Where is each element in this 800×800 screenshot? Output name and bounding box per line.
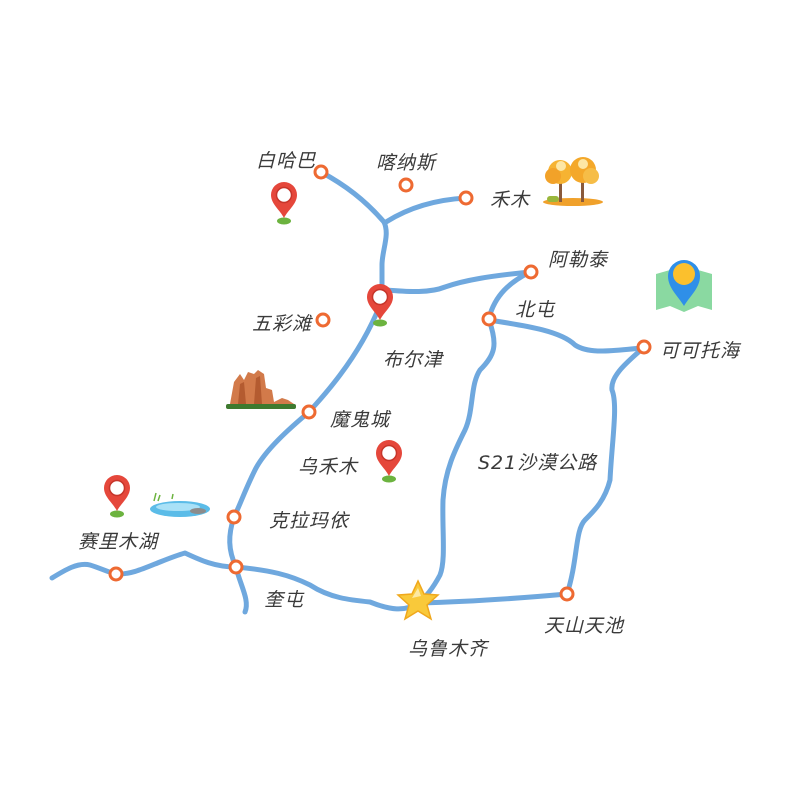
road-s21-desert-highway bbox=[415, 317, 497, 606]
label-kuitun: 奎屯 bbox=[264, 589, 305, 611]
label-kelamayi: 克拉玛依 bbox=[269, 510, 350, 532]
road-urumqi-tianchi bbox=[415, 591, 570, 606]
node-kanasi[interactable] bbox=[398, 177, 414, 193]
label-keketuohai: 可可托海 bbox=[660, 340, 741, 362]
label-kanasi: 喀纳斯 bbox=[376, 152, 437, 174]
node-beitun[interactable] bbox=[481, 311, 497, 327]
map-pin-icon[interactable] bbox=[367, 284, 393, 327]
road-kelamayi-kuitun bbox=[227, 514, 239, 570]
road-buerjin-aletai bbox=[383, 269, 533, 295]
node-moguicheng[interactable] bbox=[301, 404, 317, 420]
node-baihaba[interactable] bbox=[313, 164, 329, 180]
road-sailimuhu-kuitun bbox=[49, 550, 239, 581]
node-tianshantianchi[interactable] bbox=[559, 586, 575, 602]
road-beitun-keketuohai bbox=[486, 317, 646, 354]
node-aletai[interactable] bbox=[523, 264, 539, 280]
autumn-trees-icon bbox=[543, 157, 603, 206]
label-tianshantianchi: 天山天池 bbox=[544, 615, 625, 637]
node-sailimuhu[interactable] bbox=[108, 566, 124, 582]
map-location-icon bbox=[656, 260, 712, 312]
node-hemu[interactable] bbox=[458, 190, 474, 206]
node-kuitun[interactable] bbox=[228, 559, 244, 575]
map-pin-icon[interactable] bbox=[104, 475, 130, 518]
map-pin-icon[interactable] bbox=[271, 182, 297, 225]
label-buerjin: 布尔津 bbox=[383, 349, 444, 371]
label-wucaitan: 五彩滩 bbox=[252, 313, 313, 335]
node-keketuohai[interactable] bbox=[636, 339, 652, 355]
label-beitun: 北屯 bbox=[515, 299, 556, 321]
map-pin-icon[interactable] bbox=[376, 440, 402, 483]
road-keketuohai-tianchi bbox=[564, 345, 646, 597]
lake-icon bbox=[150, 492, 210, 517]
label-wulumuqi: 乌鲁木齐 bbox=[408, 638, 489, 660]
node-wucaitan[interactable] bbox=[315, 312, 331, 328]
road-baihaba bbox=[318, 169, 387, 225]
road-hemu bbox=[383, 195, 469, 225]
label-aletai: 阿勒泰 bbox=[548, 249, 609, 271]
label-moguicheng: 魔鬼城 bbox=[330, 409, 391, 431]
label-baihaba: 白哈巴 bbox=[256, 150, 317, 172]
road-kanas-buerjin bbox=[379, 219, 389, 295]
label-sailimuhu: 赛里木湖 bbox=[78, 531, 159, 553]
star-icon[interactable] bbox=[396, 579, 440, 621]
road-kuitun-urumqi bbox=[233, 564, 421, 612]
yardang-rock-icon bbox=[226, 370, 296, 409]
node-kelamayi[interactable] bbox=[226, 509, 242, 525]
label-wuhemu: 乌禾木 bbox=[298, 456, 359, 478]
label-hemu: 禾木 bbox=[490, 189, 531, 211]
label-s21: S21沙漠公路 bbox=[478, 452, 598, 474]
